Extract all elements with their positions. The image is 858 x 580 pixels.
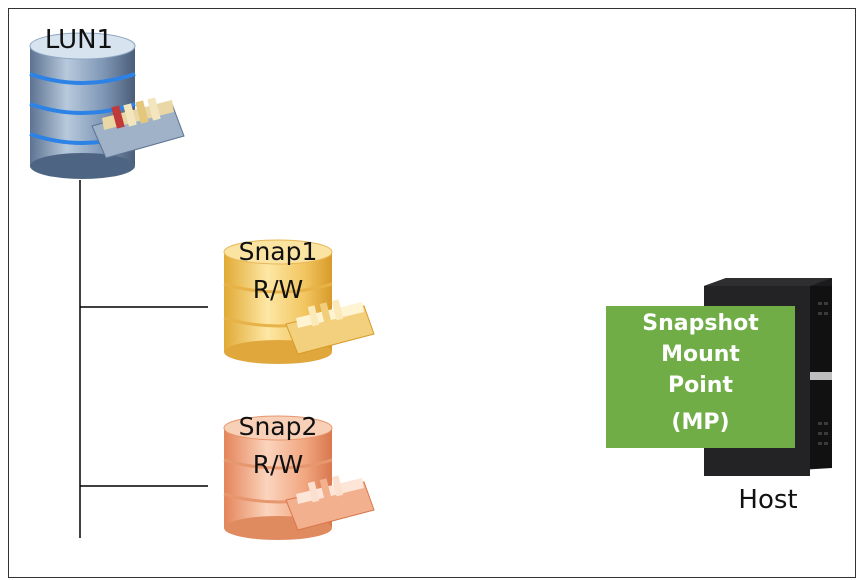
snap1-name: Snap1 [238, 237, 318, 266]
diagram-frame [8, 8, 856, 578]
lun1-label: LUN1 [44, 25, 114, 55]
snap1-database-icon [223, 239, 375, 364]
snap2-access: R/W [252, 450, 304, 479]
snap2-name: Snap2 [238, 412, 318, 441]
mount-point-line3: Point [668, 373, 733, 398]
host-label: Host [738, 485, 798, 515]
lun1-database-icon [29, 32, 185, 179]
mount-point-abbr: (MP) [671, 410, 730, 435]
mount-point-line2: Mount [661, 342, 740, 367]
mount-point-line1: Snapshot [642, 311, 759, 336]
snap2-database-icon [223, 415, 375, 540]
snap1-access: R/W [252, 275, 304, 304]
snapshot-mount-point-box: Snapshot Mount Point (MP) [606, 306, 795, 448]
